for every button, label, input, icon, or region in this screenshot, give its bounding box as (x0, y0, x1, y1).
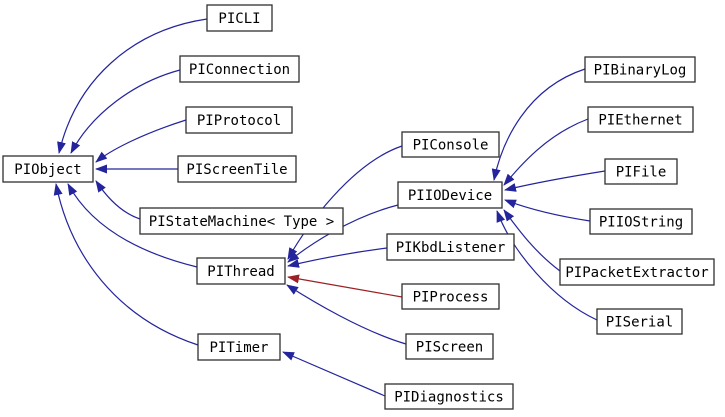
class-node-picli[interactable]: PICLI (206, 4, 273, 32)
class-node-pitimer[interactable]: PITimer (197, 333, 281, 361)
inheritance-edge-piprocess-to-pithread (287, 274, 403, 298)
class-node-piiostring[interactable]: PIIOString (589, 208, 693, 235)
inheritance-edge-pipacketextractor-to-piiodevice (503, 209, 561, 272)
class-node-pipacketextractor[interactable]: PIPacketExtractor (559, 258, 715, 286)
class-node-label: PIConsole (413, 138, 489, 154)
inheritance-edge-piserial-to-piiodevice (496, 210, 598, 321)
class-node-label: PIThread (207, 264, 274, 280)
class-node-label: PIIODevice (408, 188, 492, 204)
class-node-piiodevice[interactable]: PIIODevice (397, 181, 503, 209)
class-node-box (196, 257, 286, 285)
class-node-label: PITimer (209, 340, 268, 356)
class-node-box (596, 308, 683, 335)
class-node-box (397, 181, 503, 209)
class-node-piprotocol[interactable]: PIProtocol (185, 106, 293, 134)
class-node-label: PICLI (218, 11, 260, 27)
inheritance-edge-pikbdlistener-to-pithread (287, 247, 388, 268)
class-node-label: PIConnection (189, 62, 290, 78)
class-node-label: PIEthernet (598, 113, 682, 129)
class-node-pikbdlistener[interactable]: PIKbdListener (386, 233, 515, 261)
class-node-label: PIProtocol (197, 113, 281, 129)
class-node-piobject[interactable]: PIObject (2, 155, 94, 183)
class-node-label: PIObject (14, 162, 81, 178)
class-node-pistatemachine[interactable]: PIStateMachine< Type > (139, 207, 344, 235)
class-node-box (185, 106, 293, 134)
class-node-piconnection[interactable]: PIConnection (179, 55, 300, 83)
class-node-label: PIScreen (416, 340, 483, 356)
inheritance-edge-piiostring-to-piiodevice (504, 199, 591, 222)
class-node-piprocess[interactable]: PIProcess (401, 283, 500, 310)
class-node-piscreentile[interactable]: PIScreenTile (177, 155, 297, 183)
inheritance-edge-picli-to-piobject (57, 18, 208, 154)
inheritance-edge-pibinarylog-to-piiodevice (491, 68, 586, 181)
class-node-box (604, 158, 678, 185)
class-node-label: PIBinaryLog (594, 63, 687, 79)
inheritance-edge-piprotocol-to-piobject (95, 119, 187, 163)
class-node-box (401, 131, 500, 158)
class-node-box (386, 233, 515, 261)
class-node-label: PIPacketExtractor (565, 265, 708, 281)
class-node-piserial[interactable]: PISerial (596, 308, 683, 335)
inheritance-edge-pifile-to-piiodevice (504, 170, 606, 192)
inheritance-edge-pidiagnostics-to-pitimer (282, 351, 386, 397)
class-node-pidiagnostics[interactable]: PIDiagnostics (384, 383, 514, 410)
class-node-label: PISerial (606, 315, 673, 331)
class-node-piscreen[interactable]: PIScreen (405, 333, 494, 360)
inheritance-edge-piscreen-to-pithread (286, 284, 407, 345)
inheritance-edge-pistatemachine-to-piobject (95, 180, 141, 220)
class-node-box (587, 106, 694, 133)
class-node-box (589, 208, 693, 235)
class-node-label: PIScreenTile (186, 162, 287, 178)
class-node-box (584, 56, 696, 83)
class-node-box (177, 155, 297, 183)
class-node-label: PIDiagnostics (394, 390, 504, 406)
class-node-box (197, 333, 281, 361)
class-node-label: PIStateMachine< Type > (149, 214, 334, 230)
class-node-box (401, 283, 500, 310)
class-node-label: PIProcess (413, 290, 489, 306)
inheritance-edge-pitimer-to-piobject (53, 183, 199, 346)
class-node-box (405, 333, 494, 360)
class-node-pibinarylog[interactable]: PIBinaryLog (584, 56, 696, 83)
class-node-box (2, 155, 94, 183)
class-node-box (139, 207, 344, 235)
inheritance-edge-piethernet-to-piiodevice (503, 118, 589, 186)
class-node-pifile[interactable]: PIFile (604, 158, 678, 185)
class-node-label: PIKbdListener (396, 240, 506, 256)
class-node-box (384, 383, 514, 410)
inheritance-edge-pithread-to-piobject (67, 183, 198, 268)
inheritance-edge-piconsole-to-pithread (287, 145, 403, 260)
class-node-pithread[interactable]: PIThread (196, 257, 286, 285)
class-node-piconsole[interactable]: PIConsole (401, 131, 500, 158)
class-node-label: PIFile (616, 165, 667, 181)
class-node-box (179, 55, 300, 83)
inheritance-edge-piconnection-to-piobject (70, 69, 181, 154)
class-node-box (206, 4, 273, 32)
class-node-label: PIIOString (599, 215, 683, 231)
class-node-box (559, 258, 715, 286)
class-node-piethernet[interactable]: PIEthernet (587, 106, 694, 133)
